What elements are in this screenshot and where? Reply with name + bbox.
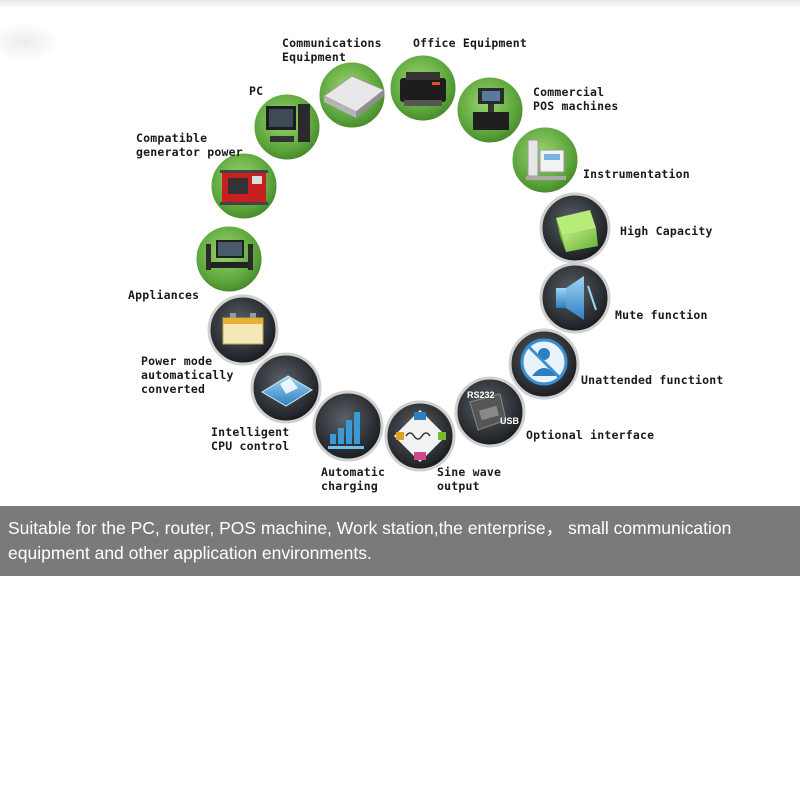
label-office: Office Equipment [413,36,527,50]
label-instrumentation: Instrumentation [583,167,690,181]
label-cpu: Intelligent CPU control [211,425,290,453]
speaker-mute-icon [556,276,597,320]
usb-label: USB [500,416,520,426]
label-interface: Optional interface [526,428,655,442]
instrument-icon [526,139,566,180]
power-mode-item [207,294,279,366]
label-power-mode: Power mode automatically converted [141,354,234,396]
battery-icon [222,313,264,345]
label-appliances: Appliances [128,288,200,302]
optional-interface-item: RS232 USB [454,376,526,448]
rs232-label: RS232 [467,390,495,400]
person-icon [520,338,568,386]
label-mute: Mute function [615,308,708,322]
label-pc: PC [249,84,264,98]
label-sine: Sine wave output [437,465,502,493]
top-band [0,0,800,8]
label-unattended: Unattended functiont [581,373,724,387]
printer-icon [400,72,446,106]
pos-terminal-icon [473,88,509,130]
instrumentation-item [509,124,581,196]
battery-charging-icon [328,412,364,449]
automatic-charging-item [312,390,384,462]
generator-icon [220,170,268,205]
label-generator: Compatible generator power [136,131,243,159]
sine-wave-icon [394,410,446,462]
appliances-item [193,223,265,295]
banner-text: Suitable for the PC, router, POS machine… [8,518,732,563]
unattended-function-item [508,328,580,400]
mute-function-item [539,262,611,334]
cpu-chip-icon [261,375,313,407]
communications-equipment-item [316,59,388,131]
generator-power-item [208,150,280,222]
application-banner: Suitable for the PC, router, POS machine… [0,506,800,576]
pc-icon [266,104,310,142]
sine-wave-output-item [384,400,456,472]
pos-machines-item [454,74,526,146]
label-pos: Commercial POS machines [533,85,619,113]
high-capacity-item [539,192,611,264]
feature-ring: RS232 USB [193,52,611,472]
box-icon [556,210,598,252]
office-equipment-item [387,52,459,124]
pc-item [251,91,323,163]
top-smudge [0,22,60,62]
home-theater-icon [206,240,253,270]
router-icon [323,75,385,118]
label-communications: Communications Equipment [282,36,382,64]
rs232-usb-icon: RS232 USB [467,390,520,431]
cpu-control-item [250,352,322,424]
label-high-capacity: High Capacity [620,224,713,238]
label-charging: Automatic charging [321,465,386,493]
